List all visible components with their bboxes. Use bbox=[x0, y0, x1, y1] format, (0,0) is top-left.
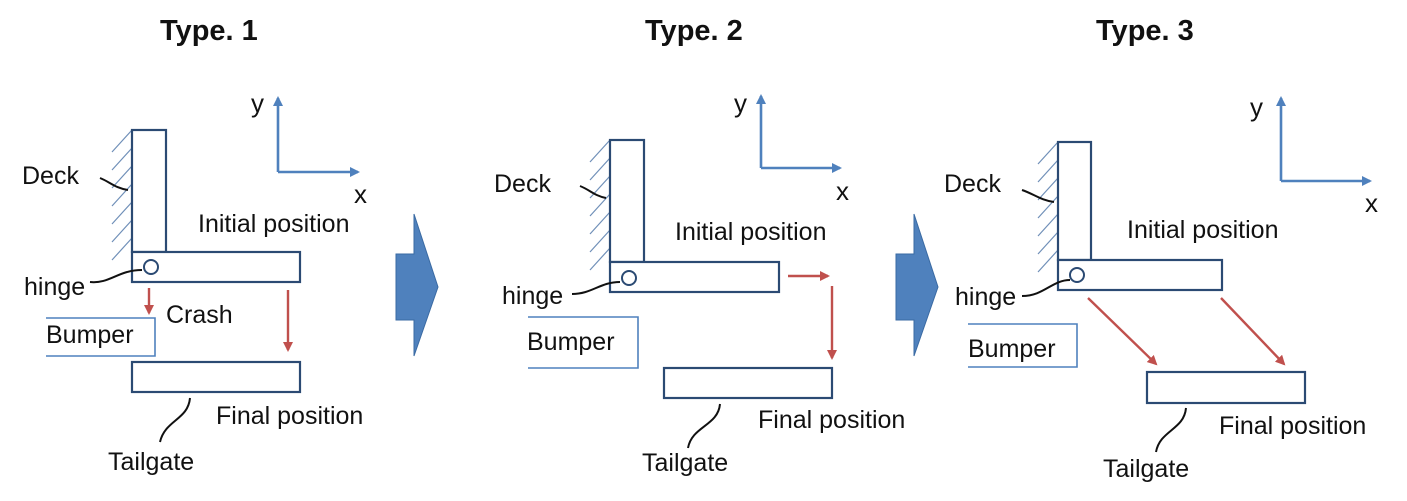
bumper-label: Bumper bbox=[46, 321, 134, 349]
tailgate-initial bbox=[608, 260, 781, 294]
y-axis-label: y bbox=[1250, 92, 1263, 122]
y-axis-label: y bbox=[251, 88, 264, 118]
transition-arrow-1 bbox=[395, 213, 439, 357]
tailgate-final bbox=[130, 360, 302, 394]
initial-position-label: Initial position bbox=[675, 218, 826, 246]
deck-plate bbox=[130, 128, 168, 254]
transition-arrow-2 bbox=[895, 213, 939, 357]
axes: y x bbox=[1250, 92, 1378, 218]
deck-plate bbox=[1056, 140, 1093, 262]
wall-hatch bbox=[1037, 141, 1059, 273]
panel-type-2: Type. 2 y x Deck Initial position hin bbox=[494, 15, 905, 477]
initial-position-label: Initial position bbox=[1127, 216, 1278, 244]
hinge-pin bbox=[621, 270, 637, 286]
crash-label: Crash bbox=[166, 301, 233, 329]
deck-label: Deck bbox=[494, 170, 551, 198]
bumper-label: Bumper bbox=[527, 328, 615, 356]
bumper-outline bbox=[528, 316, 639, 369]
hinge-pin bbox=[1069, 267, 1085, 283]
diagonal-arrow-right bbox=[1220, 297, 1286, 366]
x-axis-label: x bbox=[836, 176, 849, 206]
bumper-outline bbox=[968, 323, 1078, 368]
bumper-label: Bumper bbox=[968, 335, 1056, 363]
deck-leader bbox=[1021, 189, 1055, 203]
axes: y x bbox=[251, 88, 367, 209]
deck-leader bbox=[99, 177, 129, 191]
tailgate-initial bbox=[130, 250, 302, 284]
x-axis-label: x bbox=[354, 179, 367, 209]
tailgate-label: Tailgate bbox=[108, 448, 194, 476]
bumper-outline bbox=[46, 317, 156, 357]
diagonal-arrow-left bbox=[1087, 297, 1158, 366]
hinge-label: hinge bbox=[24, 273, 85, 301]
hinge-leader bbox=[1021, 279, 1071, 297]
deck-plate bbox=[608, 138, 646, 264]
initial-position-label: Initial position bbox=[198, 210, 349, 238]
final-position-label: Final position bbox=[758, 406, 905, 434]
tailgate-final bbox=[662, 366, 834, 400]
tailgate-leader bbox=[159, 397, 191, 443]
tailgate-final bbox=[1145, 370, 1307, 405]
deck-label: Deck bbox=[944, 170, 1001, 198]
wall-hatch bbox=[589, 139, 611, 271]
deck-leader bbox=[579, 185, 607, 199]
tailgate-initial bbox=[1056, 258, 1224, 292]
tailgate-label: Tailgate bbox=[642, 449, 728, 477]
hinge-pin bbox=[143, 259, 159, 275]
deck-label: Deck bbox=[22, 162, 79, 190]
axes: y x bbox=[734, 88, 849, 206]
panel-title: Type. 3 bbox=[1096, 15, 1194, 47]
hinge-label: hinge bbox=[502, 282, 563, 310]
y-axis-label: y bbox=[734, 88, 747, 118]
hinge-leader bbox=[89, 269, 143, 284]
final-position-label: Final position bbox=[216, 402, 363, 430]
hinge-label: hinge bbox=[955, 283, 1016, 311]
wall-hatch bbox=[111, 129, 133, 261]
tailgate-leader bbox=[687, 403, 721, 449]
x-axis-label: x bbox=[1365, 188, 1378, 218]
panel-title: Type. 1 bbox=[160, 15, 258, 47]
tailgate-label: Tailgate bbox=[1103, 455, 1189, 483]
hinge-leader bbox=[571, 281, 621, 295]
tailgate-leader bbox=[1155, 407, 1187, 453]
panel-type-1: Type. 1 y x Deck Initial position hin bbox=[22, 15, 367, 476]
panel-title: Type. 2 bbox=[645, 15, 743, 47]
final-position-label: Final position bbox=[1219, 412, 1366, 440]
panel-type-3: Type. 3 y x Deck Initial position hin bbox=[944, 15, 1378, 483]
